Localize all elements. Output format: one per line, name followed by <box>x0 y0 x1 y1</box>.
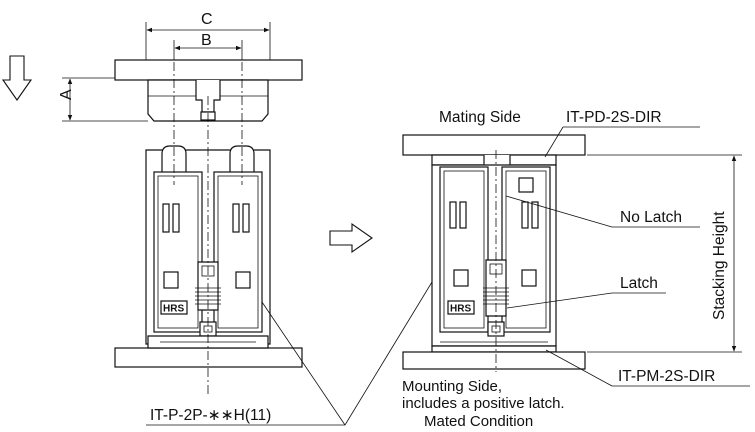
mounting-side-label: Mounting Side, <box>402 378 502 395</box>
down-arrow-icon <box>1 55 33 101</box>
header-callout: IT-P-2P-∗∗H(11) <box>146 281 433 426</box>
hrs-logo-mated: HRS <box>447 300 475 315</box>
unmated-assembly: C B A <box>1 11 303 395</box>
latch-label: Latch <box>620 275 658 292</box>
right-arrow-icon <box>329 222 373 254</box>
stacking-height-label: Stacking Height <box>711 211 728 320</box>
no-latch-label: No Latch <box>620 209 682 226</box>
mated-condition-label: Mated Condition <box>424 413 533 430</box>
dim-c-label: C <box>201 11 213 28</box>
plug-part-label: IT-PM-2S-DIR <box>618 368 715 385</box>
receptacle-part-label: IT-PD-2S-DIR <box>566 109 662 126</box>
mating-side-label: Mating Side <box>439 109 521 126</box>
hrs-logo: HRS <box>160 300 188 315</box>
mated-assembly: HRS Stacking Height Mating Side IT-PD-2S… <box>402 109 750 430</box>
dim-b-label: B <box>201 32 212 49</box>
dim-a-label: A <box>58 89 75 100</box>
stacking-height-dimension: Stacking Height <box>587 154 742 353</box>
hrs-logo-text: HRS <box>163 304 184 315</box>
dimension-a: A <box>58 77 148 122</box>
dimension-c: C <box>145 11 271 60</box>
header-part-label: IT-P-2P-∗∗H(11) <box>150 407 271 424</box>
hrs-logo-mated-text: HRS <box>450 304 471 315</box>
receptacle-unmated <box>114 59 303 122</box>
positive-latch-label: includes a positive latch. <box>402 395 565 412</box>
dimension-b: B <box>173 32 243 60</box>
plug-mated <box>402 345 586 370</box>
header-unmated: HRS <box>114 145 303 368</box>
